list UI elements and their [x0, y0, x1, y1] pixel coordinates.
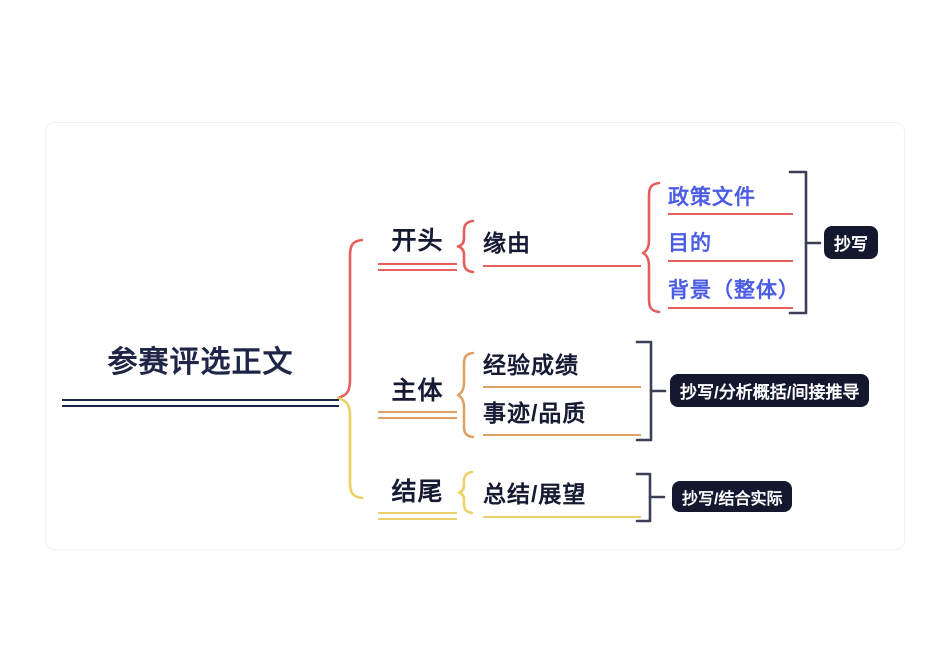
subtopic-experience-label[interactable]: 经验成绩	[483, 352, 579, 378]
subtopic-cause-underline	[483, 265, 641, 267]
detail-background-underline	[668, 307, 793, 309]
annotation-copy-badge[interactable]: 抄写	[824, 226, 878, 259]
branch-body-label[interactable]: 主体	[391, 377, 444, 405]
detail-policy-underline	[668, 213, 793, 215]
root-topic-underline	[62, 399, 339, 407]
subtopic-summary-label[interactable]: 总结/展望	[483, 481, 587, 507]
branch-ending-label[interactable]: 结尾	[391, 478, 444, 506]
detail-background-label[interactable]: 背景（整体）	[668, 279, 800, 302]
subtopic-summary-underline	[483, 516, 641, 518]
detail-purpose-label[interactable]: 目的	[668, 232, 712, 255]
annotation-practical-badge[interactable]: 抄写/结合实际	[672, 481, 793, 512]
subtopic-deeds-underline	[483, 434, 641, 436]
subtopic-experience-underline	[483, 386, 641, 388]
mindmap-card	[45, 122, 905, 550]
subtopic-cause-label[interactable]: 缘由	[483, 230, 531, 256]
annotation-analysis-badge[interactable]: 抄写/分析概括/间接推导	[670, 374, 870, 407]
detail-policy-label[interactable]: 政策文件	[668, 186, 756, 209]
branch-ending-underline	[378, 512, 457, 520]
branch-body-underline	[378, 411, 457, 419]
root-topic-label[interactable]: 参赛评选正文	[107, 346, 294, 379]
detail-purpose-underline	[668, 260, 793, 262]
subtopic-deeds-label[interactable]: 事迹/品质	[483, 400, 587, 426]
branch-opening-label[interactable]: 开头	[391, 227, 444, 255]
branch-opening-underline	[378, 263, 457, 271]
